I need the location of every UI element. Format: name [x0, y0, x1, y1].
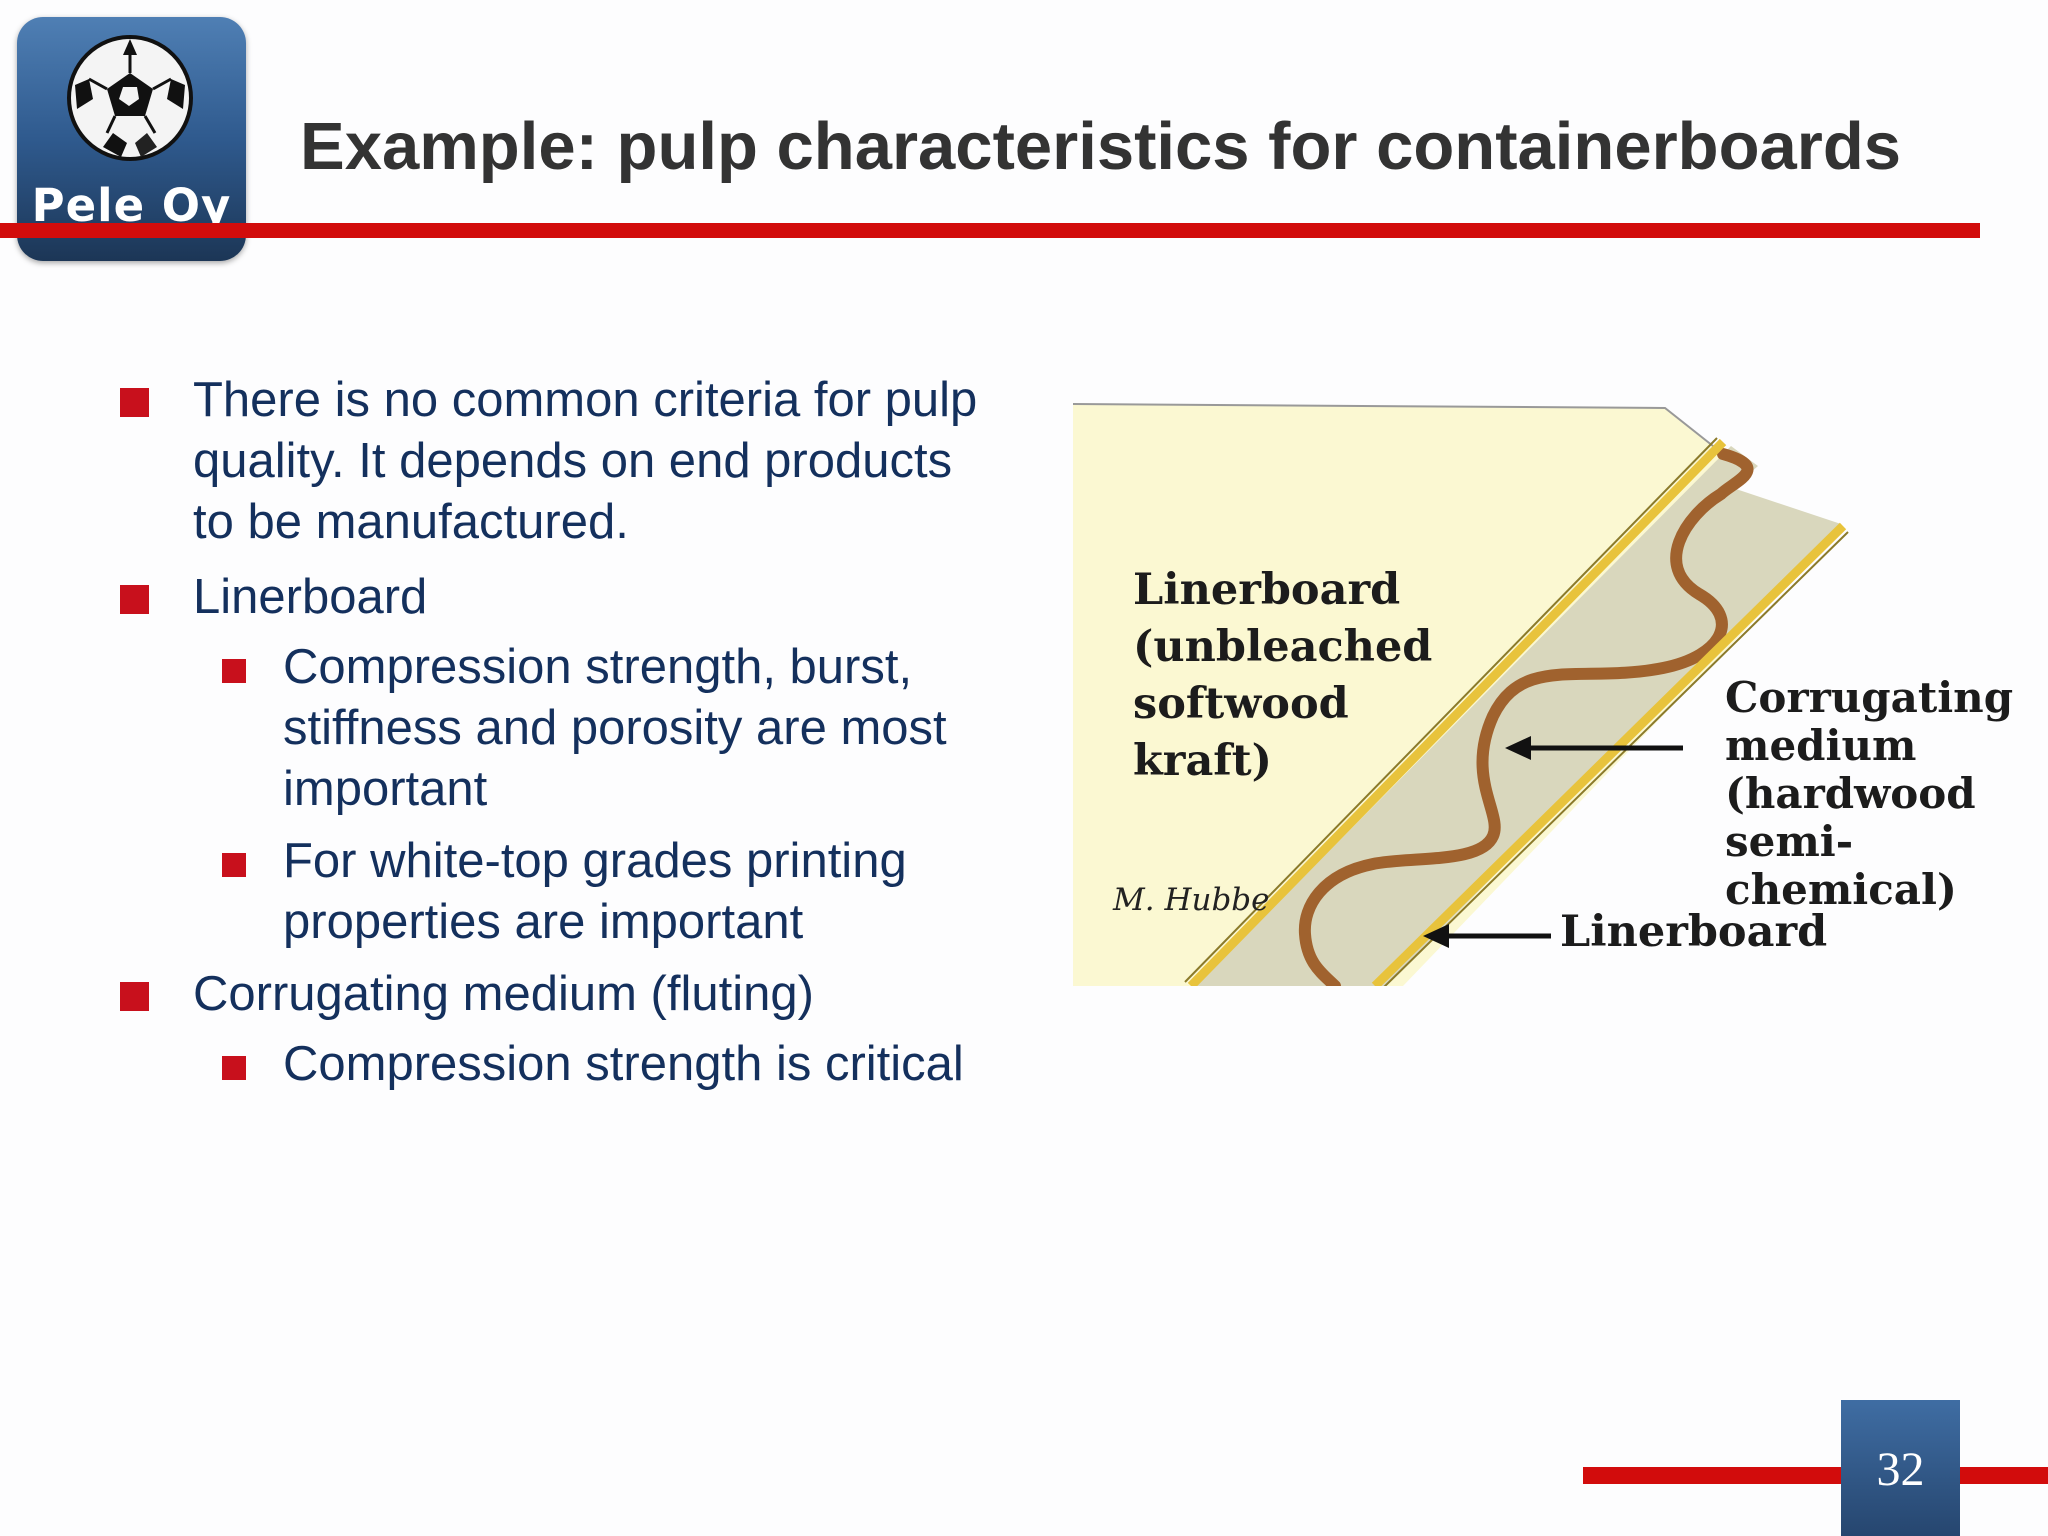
bullet-square-icon [120, 388, 149, 417]
bullet-text: Compression strength, burst, stiffness a… [283, 640, 947, 816]
sub-bullet-item: For white-top grades printing properties… [222, 831, 907, 953]
pele-oy-logo: Pele Oy [17, 17, 246, 261]
footer-divider [1960, 1467, 2048, 1484]
bullet-square-icon [120, 585, 149, 614]
footer-divider [1583, 1467, 1841, 1484]
sub-bullet-item: Compression strength, burst, stiffness a… [222, 637, 947, 820]
corrugating-medium [1298, 448, 1754, 986]
bullet-square-icon [222, 659, 246, 683]
bullet-item: Corrugating medium (fluting) [120, 964, 814, 1025]
bullet-text: There is no common criteria for pulp qua… [193, 373, 978, 549]
top-liner [1187, 438, 1727, 986]
corrugating-medium-label: Corrugating medium (hardwood semi-chemic… [1725, 673, 2014, 914]
corrugated-board-diagram [1073, 403, 1849, 986]
bullet-square-icon [222, 853, 246, 877]
bullet-text: For white-top grades printing properties… [283, 834, 907, 949]
bullet-text: Corrugating medium (fluting) [193, 967, 814, 1021]
linerboard-bottom-label: Linerboard [1560, 907, 1828, 957]
top-liner-edge [1073, 403, 1714, 447]
title-divider [0, 223, 1980, 238]
slide-title: Example: pulp characteristics for contai… [300, 109, 1902, 184]
linerboard-top-label: Linerboard (unbleached softwood kraft) [1133, 565, 1433, 786]
soccer-ball-icon [67, 35, 193, 161]
bullet-square-icon [120, 982, 149, 1011]
corrugated-board-figure: Linerboard (unbleached softwood kraft) C… [1073, 386, 2048, 986]
bullet-text: Compression strength is critical [283, 1037, 964, 1091]
bullet-item: There is no common criteria for pulp qua… [120, 370, 978, 553]
bottom-liner [1371, 522, 1847, 986]
page-number-box: 32 [1841, 1400, 1960, 1536]
figure-credit: M. Hubbe [1113, 882, 1270, 918]
page-number: 32 [1876, 1443, 1925, 1496]
bullet-text: Linerboard [193, 570, 428, 624]
sub-bullet-item: Compression strength is critical [222, 1034, 964, 1095]
bullet-item: Linerboard [120, 567, 428, 628]
bullet-square-icon [222, 1056, 246, 1080]
